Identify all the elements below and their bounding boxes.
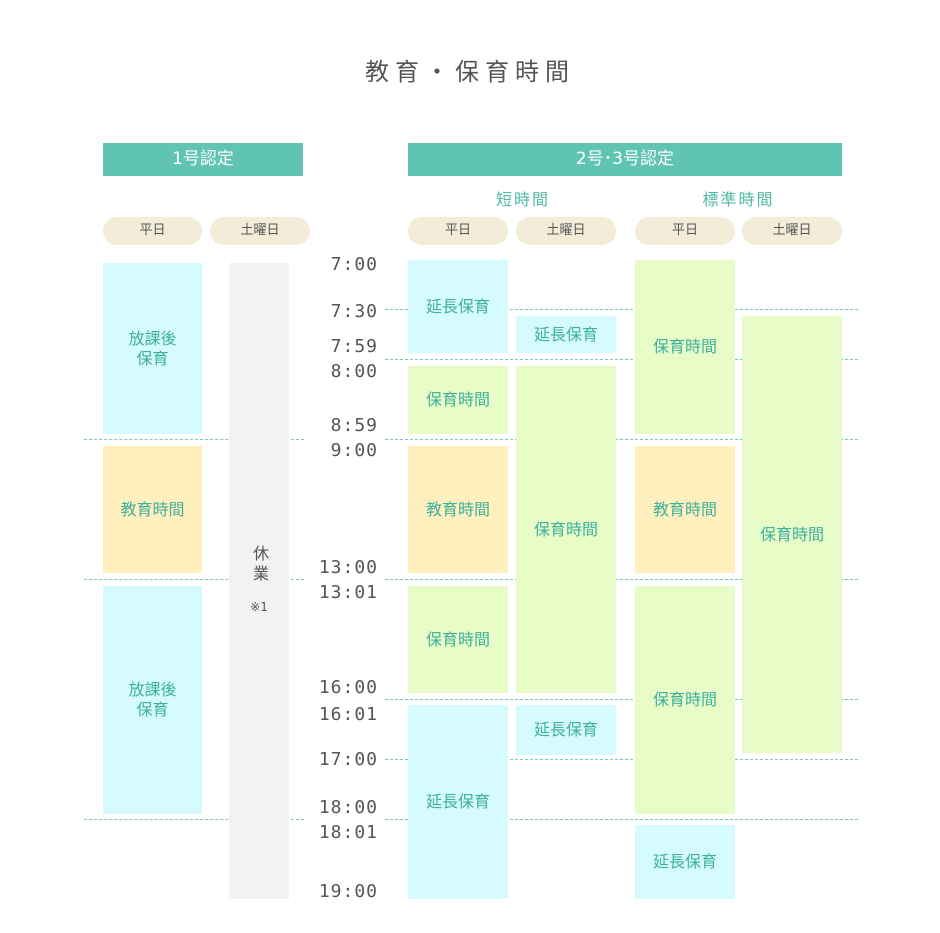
time-label: 16:00 <box>318 677 378 698</box>
block-short-weekday-extended-morning: 延長保育 <box>408 260 508 353</box>
guide-line-1800 <box>385 819 858 820</box>
guide-line-1800-left <box>84 819 304 820</box>
block-standard-weekday-extended: 延長保育 <box>635 825 735 899</box>
guide-line-1300 <box>385 579 858 580</box>
time-label: 19:00 <box>318 881 378 902</box>
guide-line-0730 <box>385 309 858 310</box>
time-label: 8:59 <box>330 415 378 436</box>
time-label: 7:59 <box>330 336 378 357</box>
day-pill-type1-saturday: 土曜日 <box>210 217 310 245</box>
day-pill-standard-saturday: 土曜日 <box>742 217 842 245</box>
time-label: 7:30 <box>330 301 378 322</box>
day-pill-short-weekday: 平日 <box>408 217 508 245</box>
subheader-standard: 標準時間 <box>702 190 775 209</box>
time-label: 9:00 <box>330 440 378 461</box>
time-label: 17:00 <box>318 749 378 770</box>
time-label: 8:00 <box>330 361 378 382</box>
guide-line-0900 <box>385 439 858 440</box>
block-standard-saturday-care: 保育時間 <box>742 316 842 753</box>
block-short-saturday-care: 保育時間 <box>516 366 616 693</box>
subheader-short: 短時間 <box>495 190 550 209</box>
block-short-weekday-care-afternoon: 保育時間 <box>408 586 508 693</box>
header-type1: 1号認定 <box>103 143 303 176</box>
block-short-saturday-extended-morning: 延長保育 <box>516 316 616 353</box>
block-type1-weekday-after-care-morning: 放課後 保育 <box>103 263 202 434</box>
block-short-weekday-care-morning: 保育時間 <box>408 366 508 434</box>
time-label: 18:00 <box>318 797 378 818</box>
time-label: 18:01 <box>318 822 378 843</box>
block-short-saturday-extended-evening: 延長保育 <box>516 705 616 755</box>
guide-line-1700 <box>385 759 858 760</box>
block-short-weekday-education: 教育時間 <box>408 446 508 573</box>
block-short-weekday-extended-evening: 延長保育 <box>408 705 508 899</box>
time-label: 13:01 <box>318 582 378 603</box>
day-pill-standard-weekday: 平日 <box>635 217 735 245</box>
guide-line-0800 <box>385 359 858 360</box>
block-type1-saturday-closed: 休業 ※1 <box>229 263 289 899</box>
page-title: 教育・保育時間 <box>365 58 575 86</box>
block-standard-weekday-education: 教育時間 <box>635 446 735 573</box>
guide-line-1300-left <box>84 579 304 580</box>
guide-line-1600 <box>385 699 858 700</box>
block-standard-weekday-care-afternoon: 保育時間 <box>635 586 735 814</box>
closed-label: 休業 <box>250 545 269 585</box>
guide-line-0900-left <box>84 439 304 440</box>
time-label: 13:00 <box>318 557 378 578</box>
day-pill-type1-weekday: 平日 <box>103 217 202 245</box>
time-label: 7:00 <box>330 254 378 275</box>
day-pill-short-saturday: 土曜日 <box>516 217 616 245</box>
block-type1-weekday-after-care: 放課後 保育 <box>103 586 202 814</box>
time-label: 16:01 <box>318 704 378 725</box>
block-type1-weekday-education: 教育時間 <box>103 446 202 573</box>
closed-note: ※1 <box>250 600 268 614</box>
block-standard-weekday-care-morning: 保育時間 <box>635 260 735 434</box>
header-type23: 2号･3号認定 <box>408 143 842 176</box>
